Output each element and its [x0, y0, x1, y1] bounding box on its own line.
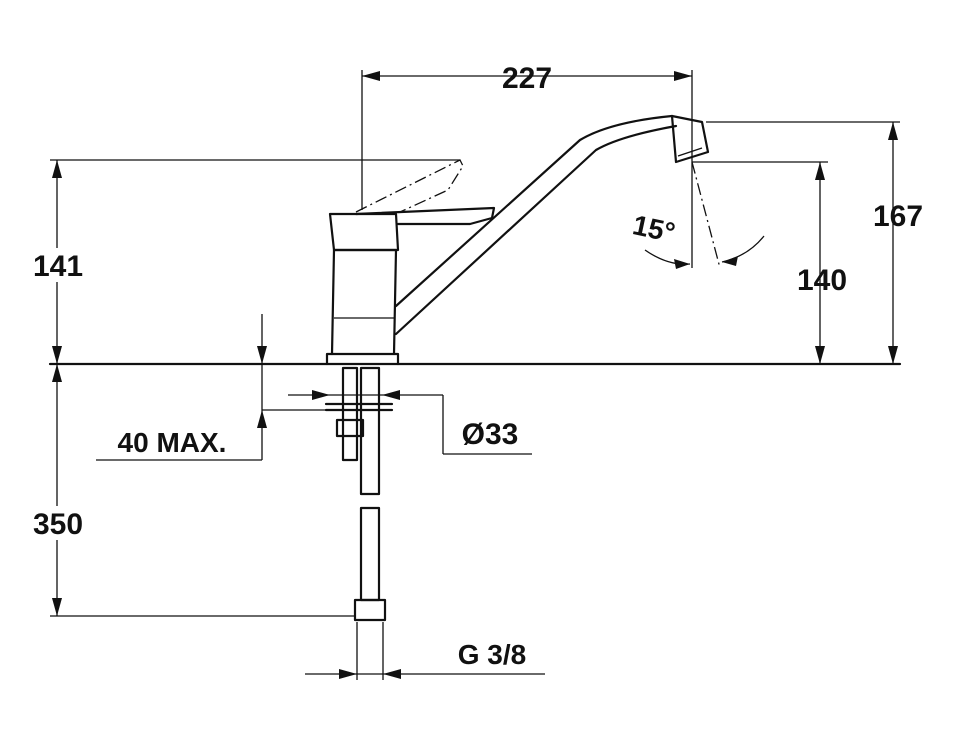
dim-spout-reach: 227: [361, 62, 693, 268]
mounting-rod: [341, 366, 359, 462]
base-flange: [325, 352, 400, 366]
dim-body-height: 141: [24, 159, 460, 364]
spout-upper-edge: [394, 114, 674, 308]
supply-hose-lower: [359, 506, 381, 602]
dim-hole-diameter-label: Ø33: [462, 418, 519, 451]
dim-max-thickness: 40 MAX.: [96, 314, 326, 461]
dim-spout-height: 140: [692, 161, 847, 364]
lever-handle: [354, 206, 496, 226]
mounting-nut: [335, 418, 365, 438]
dim-hose-length: 350: [20, 364, 355, 617]
dim-connection-thread: G 3/8: [305, 622, 545, 680]
spout-lower-edge: [394, 124, 678, 336]
dim-spout-reach-label: 227: [502, 62, 552, 95]
faucet-body: [330, 248, 398, 356]
dim-hole-diameter: Ø33: [288, 390, 532, 455]
spray-axis: [691, 161, 721, 269]
supply-pipe-upper: [359, 366, 381, 496]
faucet-outline: [48, 114, 902, 622]
dim-hose-length-label: 350: [33, 508, 83, 541]
dim-spout-height-label: 140: [797, 264, 847, 297]
dim-total-height-label: 167: [873, 200, 923, 233]
dim-spout-angle-label: 15°: [630, 209, 678, 248]
lever-cap: [328, 212, 400, 252]
aerator-head: [670, 114, 710, 164]
dim-total-height: 167: [706, 121, 923, 364]
dim-spout-angle: 15°: [630, 161, 765, 269]
aerator-detail: [677, 147, 703, 157]
hose-fitting: [353, 598, 387, 622]
dim-connection-thread-label: G 3/8: [458, 639, 526, 670]
lever-handle-raised: [355, 159, 464, 213]
dim-body-height-label: 141: [33, 250, 83, 283]
dim-max-thickness-label: 40 MAX.: [118, 427, 227, 458]
